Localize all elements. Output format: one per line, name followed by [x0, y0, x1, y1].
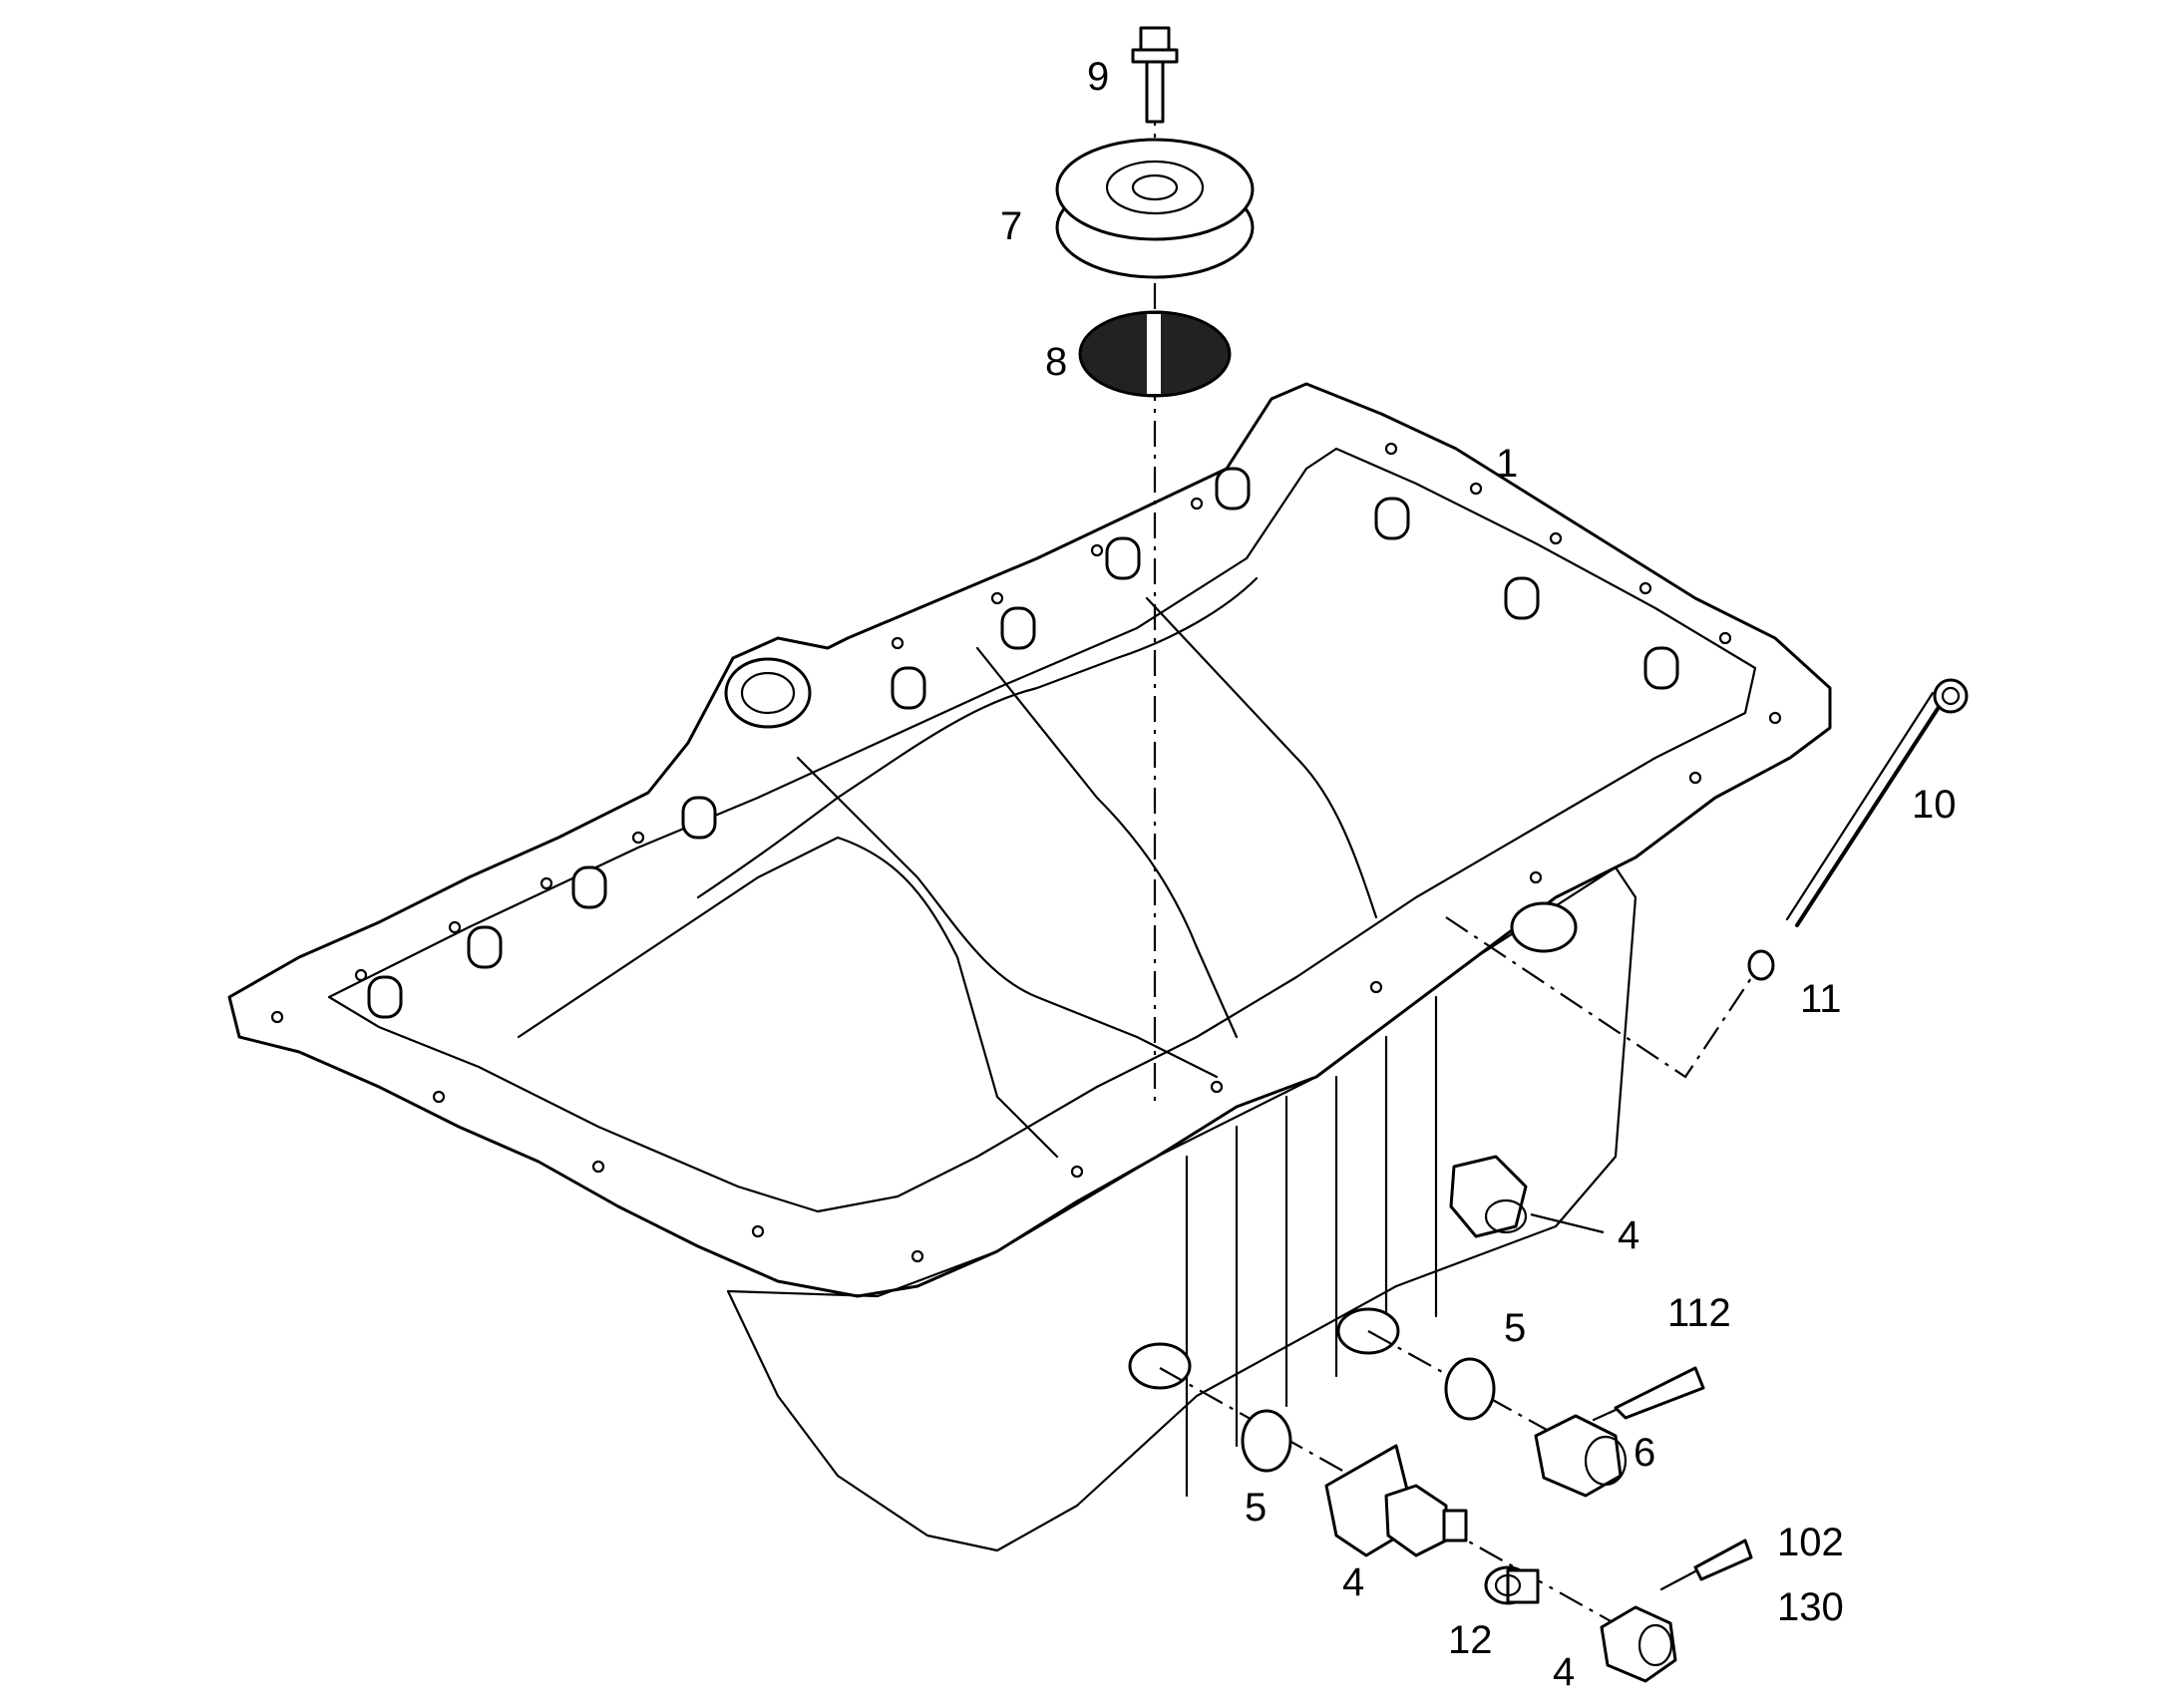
callout-8: 8: [1045, 340, 1067, 384]
drain-plug-upper: [1449, 1155, 1605, 1238]
hex-nut: [1600, 1605, 1677, 1683]
pressure-sensor: [1324, 1444, 1468, 1557]
adapter-fitting: [1484, 1565, 1540, 1605]
callout-5-right: 5: [1504, 1306, 1526, 1350]
callout-5-left: 5: [1245, 1486, 1267, 1530]
callout-4-nut: 4: [1553, 1650, 1575, 1694]
assembly-axes: [1153, 100, 1766, 1636]
cover-plate: [1055, 138, 1255, 279]
callout-7: 7: [1000, 204, 1022, 248]
callout-11: 11: [1800, 977, 1842, 1021]
sealant-tube-112: [1592, 1366, 1705, 1422]
callout-112: 112: [1667, 1291, 1731, 1335]
callout-102: 102: [1777, 1521, 1844, 1564]
callout-4-sensor: 4: [1342, 1560, 1364, 1604]
callout-9: 9: [1087, 55, 1109, 99]
callout-6: 6: [1634, 1431, 1655, 1475]
sealant-tube-102: [1659, 1538, 1753, 1591]
flange-bolt-holes: [270, 442, 1782, 1263]
strainer-screen: [1078, 310, 1232, 398]
callout-130: 130: [1777, 1585, 1844, 1629]
dipstick: [1785, 678, 1969, 927]
sensor-plug: [1534, 1414, 1628, 1498]
inner-bolt-bosses: [367, 467, 1679, 1019]
callout-4-plug: 4: [1618, 1213, 1639, 1257]
o-ring-small: [1747, 949, 1775, 981]
callout-12: 12: [1448, 1618, 1493, 1662]
oil-pan: [227, 382, 1832, 1552]
callout-labels: 1 9 7 8 10 11 4 112 5 6 5 4 102 130 12 4: [1000, 55, 1957, 1694]
callout-1: 1: [1496, 442, 1518, 486]
seal-rings: [1241, 1357, 1496, 1473]
bolt: [1131, 26, 1179, 124]
callout-10: 10: [1912, 783, 1957, 827]
